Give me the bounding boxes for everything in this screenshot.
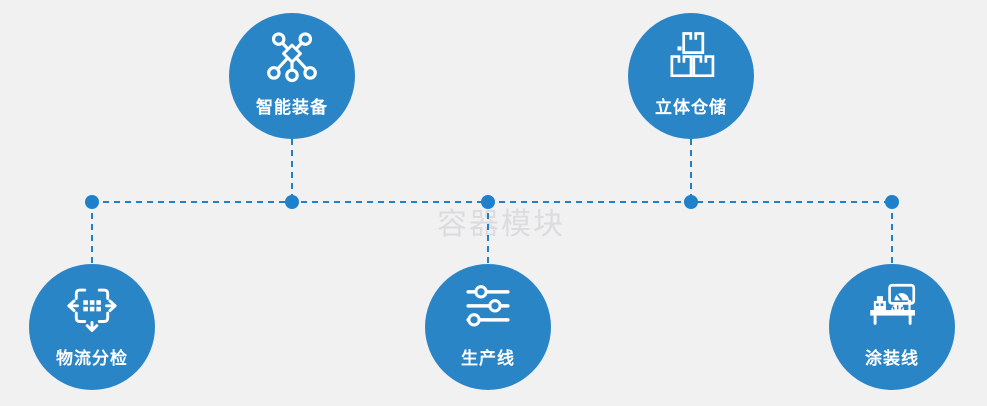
machine-monitor-icon [862, 277, 922, 337]
node-label: 智能装备 [256, 98, 328, 117]
node-label: 涂装线 [865, 349, 919, 368]
junction-dot [285, 195, 299, 209]
sorting-arrows-icon [62, 277, 122, 337]
junction-dot [684, 195, 698, 209]
sliders-icon [458, 277, 518, 337]
node-production-line: 生产线 [425, 264, 551, 390]
node-label: 物流分检 [56, 349, 128, 368]
node-label: 生产线 [461, 349, 515, 368]
connector-vertical-logistics-sorting [91, 202, 93, 264]
connector-vertical-stereo-warehouse [690, 139, 692, 202]
node-smart-equipment: 智能装备 [229, 13, 355, 139]
stacked-boxes-icon [661, 26, 721, 86]
node-stereo-warehouse: 立体仓储 [628, 13, 754, 139]
connector-vertical-painting-line [891, 202, 893, 264]
watermark: 容器模块 [437, 208, 565, 241]
junction-dot [885, 195, 899, 209]
connector-vertical-smart-equipment [291, 139, 293, 202]
network-nodes-icon [262, 26, 322, 86]
node-logistics-sorting: 物流分检 [29, 264, 155, 390]
junction-dot [481, 195, 495, 209]
junction-dot [85, 195, 99, 209]
node-painting-line: 涂装线 [829, 264, 955, 390]
node-label: 立体仓储 [655, 98, 727, 117]
connector-vertical-production-line [487, 202, 489, 264]
